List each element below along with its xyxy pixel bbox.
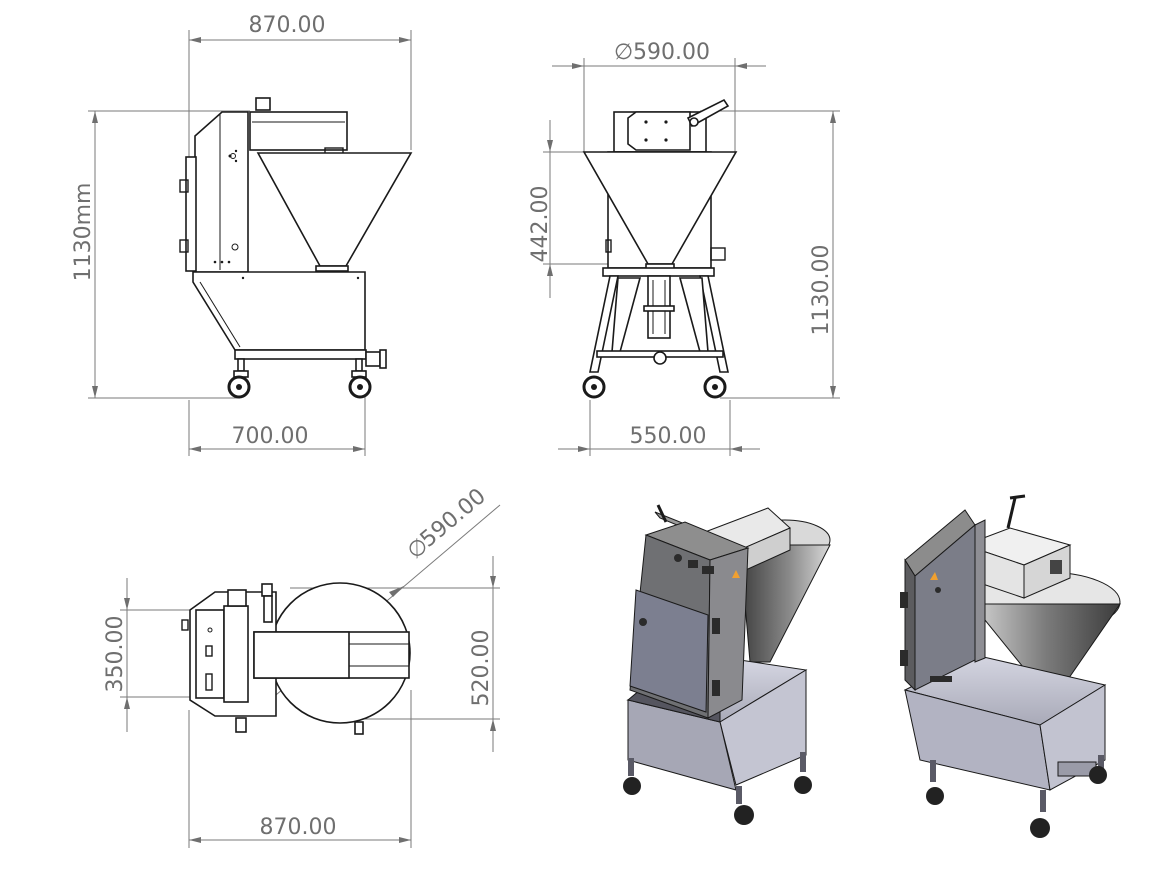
front-cone-height-label: 442.00 (528, 186, 553, 263)
dimension-side-width-top: 870.00 (188, 13, 412, 160)
top-diameter-label: 590.00 (416, 484, 491, 553)
dimension-front-diameter: ∅ 590.00 (552, 40, 766, 152)
side-width-top-label: 870.00 (249, 13, 326, 38)
top-machine-outline (181, 582, 411, 735)
dimension-side-height: 1130mm (71, 110, 250, 399)
front-height-label: 1130.00 (809, 245, 834, 336)
isometric-view-rear (900, 494, 1121, 838)
front-diameter-symbol: ∅ (614, 40, 633, 65)
side-height-label: 1130mm (71, 183, 96, 282)
front-diameter-label: 590.00 (633, 40, 710, 65)
isometric-view-front (623, 504, 831, 825)
side-width-bottom-label: 700.00 (232, 424, 309, 449)
side-machine-outline (179, 97, 413, 399)
side-view: 870.00 1130mm 700.00 (71, 13, 413, 456)
front-machine-outline (582, 98, 738, 399)
top-depth-label: 520.00 (469, 630, 494, 707)
dimension-side-width-bottom: 700.00 (188, 370, 366, 456)
top-view: ∅ 590.00 350.00 520.00 870.00 (103, 484, 501, 848)
front-width-label: 550.00 (630, 424, 707, 449)
dimension-front-height: 1130.00 (700, 110, 840, 399)
dimension-front-cone-height: 442.00 (528, 120, 640, 298)
dimension-top-length: 870.00 (188, 690, 412, 848)
top-length-label: 870.00 (260, 815, 337, 840)
dimension-front-width: 550.00 (558, 400, 760, 456)
top-width-label: 350.00 (103, 616, 128, 693)
front-view: ∅ 590.00 442.00 1130.00 550.00 (528, 40, 840, 456)
